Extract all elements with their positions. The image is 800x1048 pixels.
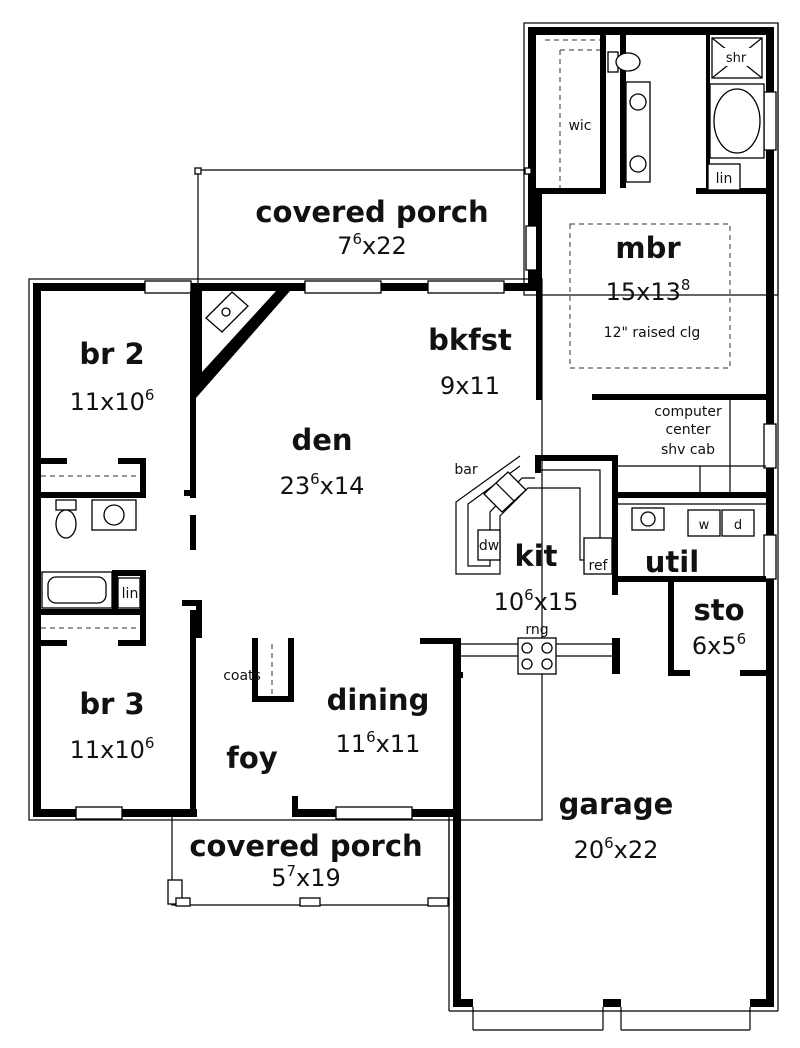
sto-dims: 6x56: [692, 630, 746, 660]
range-label: rng: [525, 622, 548, 638]
garage-doors: [472, 1007, 751, 1031]
dining-dims: 116x11: [336, 728, 421, 758]
garage-dims: 206x22: [574, 834, 659, 864]
kit-dims: 106x15: [494, 586, 579, 616]
porch-top-name: covered porch: [255, 195, 488, 229]
exterior-outline: [28, 22, 779, 1012]
mbr-name: mbr: [615, 231, 681, 265]
computer-center-label-2: center: [665, 422, 710, 438]
range-icon: [461, 637, 612, 675]
sink-icon: [483, 471, 527, 513]
dryer-icon: [721, 509, 755, 537]
interior-walls: [41, 35, 766, 817]
fireplace-icon: [196, 291, 290, 398]
porch-top-outline: [194, 167, 532, 283]
shower-icon: [711, 37, 763, 79]
sink-icon: [625, 81, 651, 183]
refrigerator-label: ref: [589, 558, 609, 574]
linen-closet: [707, 163, 741, 191]
bar-label: bar: [454, 462, 477, 478]
wic-label: wic: [568, 118, 591, 134]
garage-name: garage: [559, 787, 674, 821]
toilet-icon: [55, 499, 77, 539]
util-name: util: [645, 545, 699, 579]
computer-center-label-3: shv cab: [661, 442, 715, 458]
porch-top-dims: 76x22: [337, 230, 407, 260]
den-name: den: [291, 423, 352, 457]
bkfst-name: bkfst: [428, 323, 512, 357]
mbr-ceiling-note: 12" raised clg: [604, 325, 701, 341]
computer-center-label-1: computer: [654, 404, 722, 420]
porch-bottom-outline: [167, 817, 450, 907]
sink-icon: [91, 499, 137, 531]
washer-label: w: [699, 518, 710, 533]
dryer-label: d: [734, 518, 742, 533]
linen-closet: [117, 577, 141, 609]
dishwasher-label: dw: [479, 538, 499, 554]
utility-counter: [618, 503, 766, 531]
br2-name: br 2: [79, 337, 144, 371]
bkfst-dims: 9x11: [440, 372, 500, 400]
foy-name: foy: [226, 741, 278, 775]
computer-center-desk: [618, 400, 766, 492]
den-dims: 236x14: [280, 470, 365, 500]
br3-name: br 3: [79, 687, 144, 721]
br2-dims: 11x106: [70, 386, 155, 416]
bathtub-icon: [41, 571, 113, 609]
toilet-icon: [607, 51, 641, 73]
dining-name: dining: [327, 683, 430, 717]
kit-name: kit: [514, 539, 557, 573]
porch-bottom-dims: 57x19: [271, 862, 341, 892]
windows: [75, 91, 777, 820]
raised-ceiling-outline: [569, 223, 731, 369]
wic-shelves: [545, 39, 600, 188]
mbr-dims: 15x138: [606, 276, 691, 306]
coats-label: coats: [223, 668, 261, 684]
sto-name: sto: [693, 593, 744, 627]
br3-dims: 11x106: [70, 734, 155, 764]
porch-bottom-name: covered porch: [189, 829, 422, 863]
kitchen-counters: [455, 455, 613, 575]
washer-icon: [687, 509, 721, 537]
hall-linen-label: lin: [122, 586, 139, 602]
bathtub-icon: [709, 83, 765, 159]
shower-label: shr: [726, 51, 747, 66]
master-linen-label: lin: [716, 171, 733, 187]
